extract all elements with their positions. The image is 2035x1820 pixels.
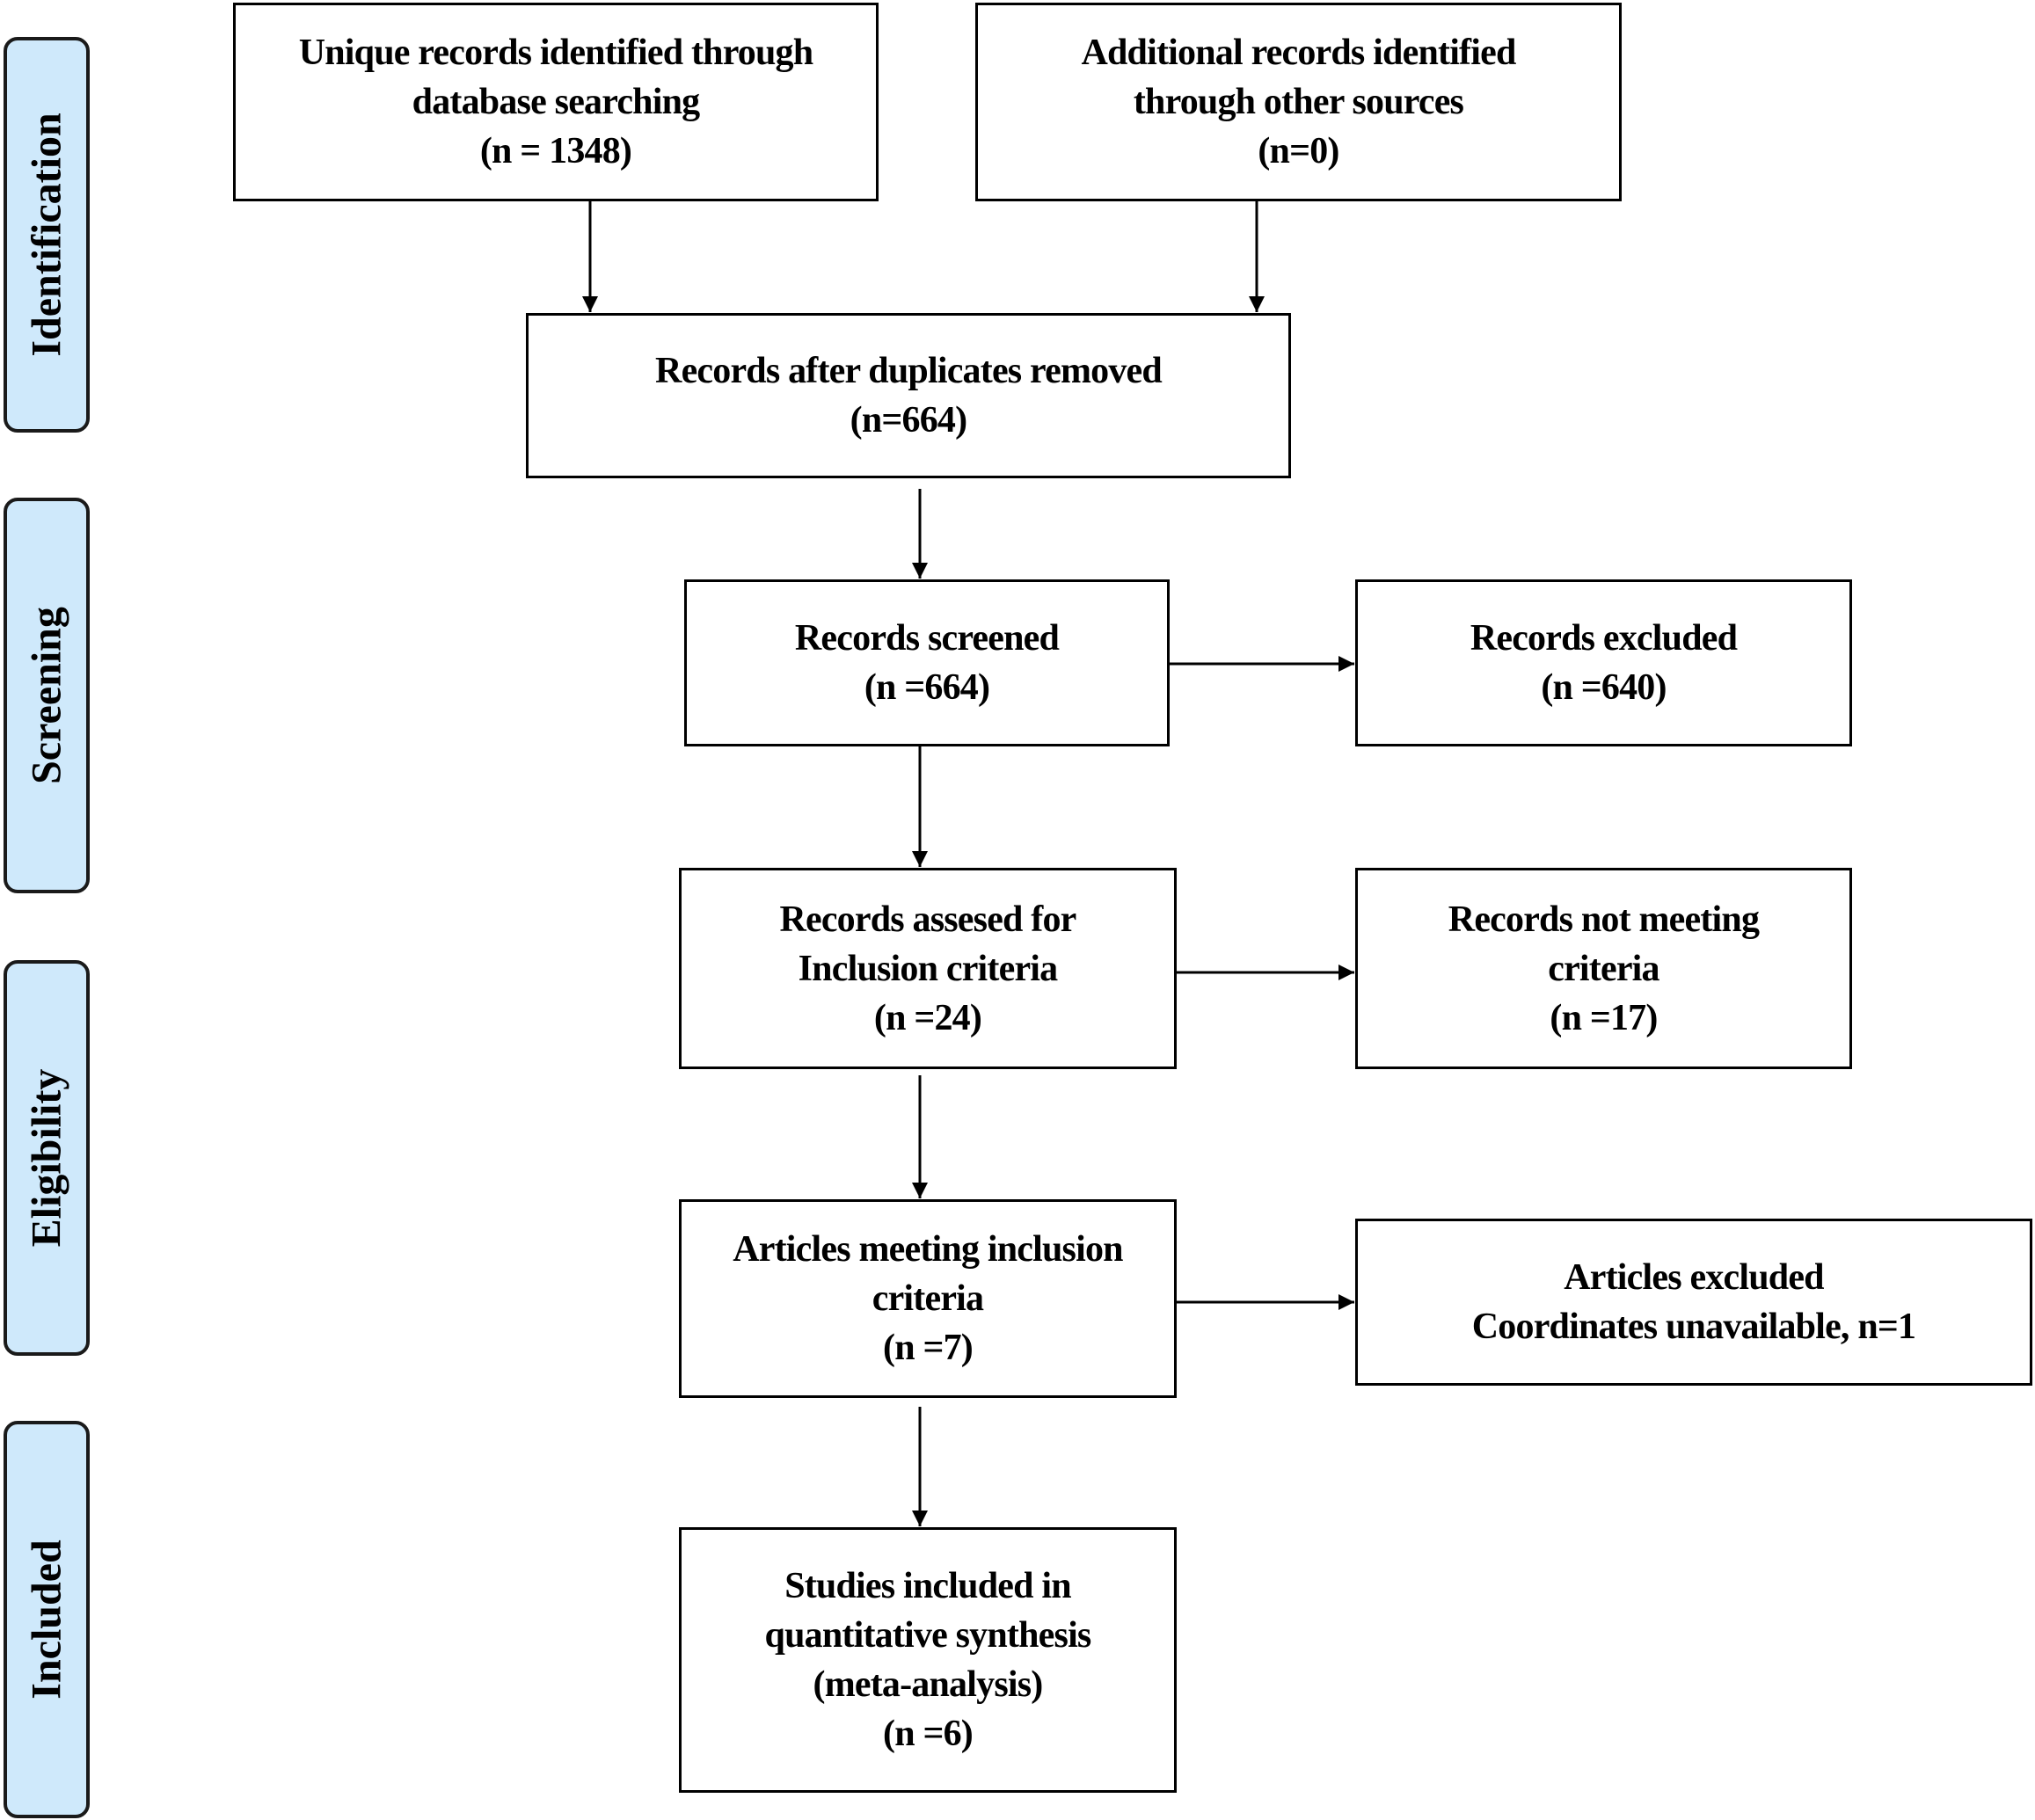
box-line: (n =664) [864, 667, 990, 708]
box-line: (n =7) [883, 1328, 974, 1368]
box-line: Additional records identified [1081, 33, 1516, 73]
box-line: (n =640) [1541, 667, 1667, 708]
box-records-not-meeting: Records not meeting criteria (n =17) [1355, 868, 1852, 1069]
phase-screening: Screening [4, 498, 90, 893]
box-line: Records not meeting [1448, 899, 1760, 940]
phase-eligibility: Eligibility [4, 960, 90, 1356]
box-line: (n=0) [1258, 131, 1339, 171]
box-line: criteria [1548, 948, 1659, 989]
box-after-duplicates: Records after duplicates removed (n=664) [526, 313, 1291, 478]
box-line: (n =24) [873, 997, 982, 1038]
box-line: Studies included in [784, 1566, 1071, 1606]
box-articles-excluded: Articles excluded Coordinates unavailabl… [1355, 1219, 2032, 1386]
box-line: Articles meeting inclusion [733, 1229, 1123, 1270]
phase-identification: Identification [4, 37, 90, 433]
box-line: (meta-analysis) [813, 1664, 1044, 1705]
box-line: quantitative synthesis [764, 1615, 1092, 1656]
box-line: Records after duplicates removed [655, 351, 1163, 391]
box-line: Articles excluded [1564, 1257, 1824, 1298]
box-records-screened: Records screened (n =664) [684, 579, 1170, 746]
box-records-excluded: Records excluded (n =640) [1355, 579, 1852, 746]
box-database-records: Unique records identified through databa… [233, 3, 879, 201]
box-line: Coordinates unavailable, n=1 [1471, 1307, 1916, 1347]
box-line: (n=664) [850, 400, 967, 440]
box-other-sources: Additional records identified through ot… [975, 3, 1622, 201]
box-line: (n =6) [883, 1714, 974, 1754]
box-line: criteria [872, 1278, 984, 1319]
box-records-assessed: Records assesed for Inclusion criteria (… [679, 868, 1177, 1069]
box-line: (n = 1348) [479, 131, 632, 171]
box-line: Records excluded [1470, 618, 1738, 659]
box-studies-included: Studies included in quantitative synthes… [679, 1527, 1177, 1793]
box-line: Inclusion criteria [798, 948, 1059, 989]
box-line: (n =17) [1550, 997, 1658, 1038]
box-line: Unique records identified through [298, 33, 813, 73]
box-line: database searching [412, 82, 700, 122]
box-line: through other sources [1133, 82, 1464, 122]
box-articles-meeting: Articles meeting inclusion criteria (n =… [679, 1199, 1177, 1398]
box-line: Records assesed for [779, 899, 1076, 940]
phase-included: Included [4, 1421, 90, 1818]
box-line: Records screened [794, 618, 1060, 659]
